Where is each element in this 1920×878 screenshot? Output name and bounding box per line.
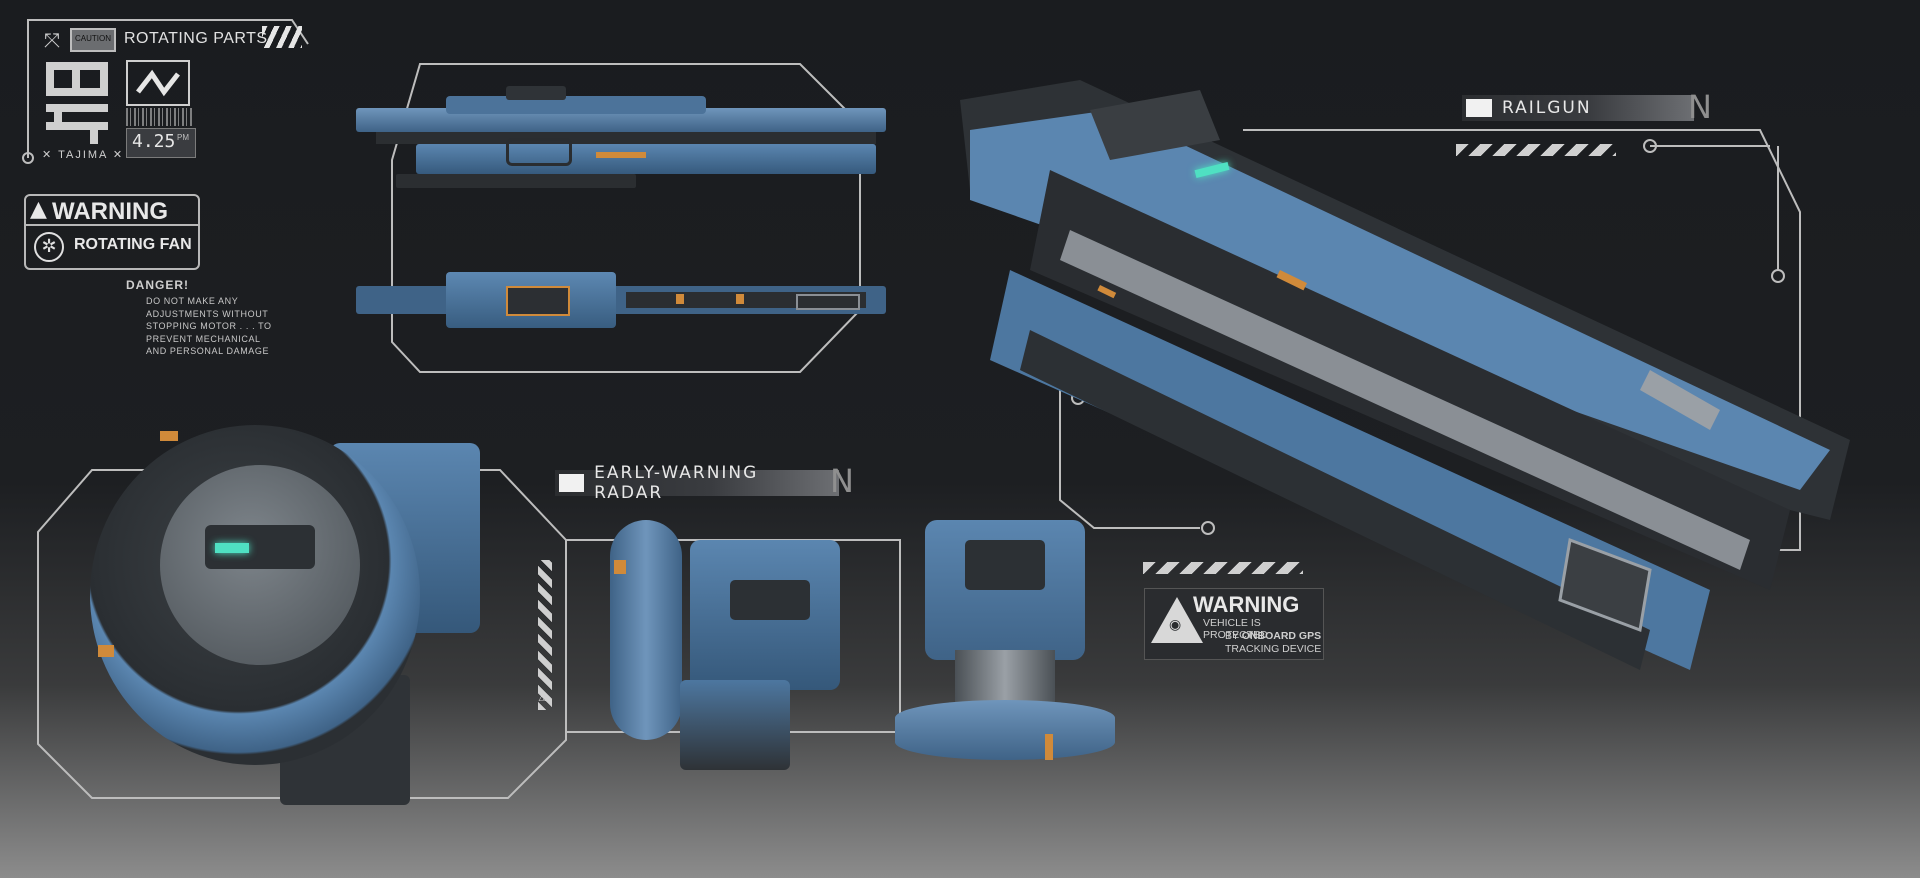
gps-line-1: VEHICLE IS PROTECTED [1203, 617, 1268, 641]
fan-icon: ✲ [34, 232, 64, 262]
rotating-fan-label: ROTATING FAN [74, 236, 192, 253]
gps-line-2-bold: ONBOARD GPS [1241, 630, 1322, 642]
label-swatch [1466, 99, 1492, 117]
indicator-light [215, 543, 249, 553]
logo-cluster: ⤧ CAUTION ROTATING PARTS ✕ TAJIMA ✕ 4.25… [40, 24, 302, 164]
gps-warning-title: WARNING [1193, 592, 1300, 617]
vertical-hazard-strip [538, 560, 552, 710]
gps-warning-panel: ◉ WARNING VEHICLE IS PROTECTED BY ONBOAR… [1144, 588, 1324, 660]
railgun-top-view [356, 258, 886, 350]
barcode-icon [126, 108, 194, 126]
danger-line: AND PERSONAL DAMAGE [146, 346, 270, 356]
warning-label: WARNING [52, 198, 168, 225]
gps-triangle-icon [1151, 597, 1203, 643]
railgun-perspective-view [950, 70, 1850, 750]
railgun-label: RAILGUN [1502, 98, 1592, 118]
radar-side-view [590, 520, 860, 780]
warning-triangle-icon: ▲ [30, 197, 47, 222]
label-swatch [559, 474, 585, 492]
time-suffix: PM [177, 133, 189, 142]
kanji-logo-icon [44, 60, 110, 146]
danger-text-block: DO NOT MAKE ANY ADJUSTMENTS WITHOUT STOP… [146, 295, 272, 358]
danger-line: DO NOT MAKE ANY [146, 296, 239, 306]
warning-triangle-small-icon: ⚠ [538, 690, 549, 704]
time-display: 4.25 PM [126, 128, 196, 158]
brand-text: TAJIMA [58, 149, 108, 161]
gps-line-2: BY ONBOARD GPS [1225, 630, 1321, 642]
danger-line: STOPPING MOTOR . . . TO [146, 321, 272, 331]
radar-front-view [80, 395, 500, 815]
radar-label-tag: EARLY-WARNING RADAR [555, 463, 839, 503]
gps-hazard-stripe [1143, 562, 1303, 574]
warning-rotating-fan-panel: ▲ WARNING ✲ ROTATING FAN [24, 194, 200, 270]
railgun-label-tag: RAILGUN [1462, 95, 1694, 121]
danger-line: PREVENT MECHANICAL [146, 333, 261, 344]
radar-rear-view [895, 510, 1115, 780]
time-value: 4.25 [132, 131, 176, 152]
caution-badge: CAUTION [70, 28, 116, 52]
railgun-hazard-stripe [1456, 144, 1616, 156]
n-mark: N [1688, 88, 1712, 126]
chain-logo-icon [126, 60, 190, 106]
rotating-parts-label: ROTATING PARTS [124, 30, 268, 47]
radar-label: EARLY-WARNING RADAR [594, 463, 759, 503]
brand-label: ✕ TAJIMA ✕ [42, 149, 125, 161]
railgun-side-view [356, 86, 886, 216]
danger-line: ADJUSTMENTS WITHOUT [146, 308, 269, 319]
gps-line-2-prefix: BY [1225, 630, 1242, 642]
gps-line-3: TRACKING DEVICE [1225, 643, 1322, 655]
slash-marks-icon [262, 26, 302, 48]
gps-signal-icon: ◉ [1169, 617, 1182, 633]
crossed-arrows-icon: ⤧ [44, 28, 60, 52]
n-mark: N [830, 462, 854, 500]
warning-header: ▲ WARNING [26, 196, 198, 226]
danger-heading: DANGER! [126, 278, 189, 292]
